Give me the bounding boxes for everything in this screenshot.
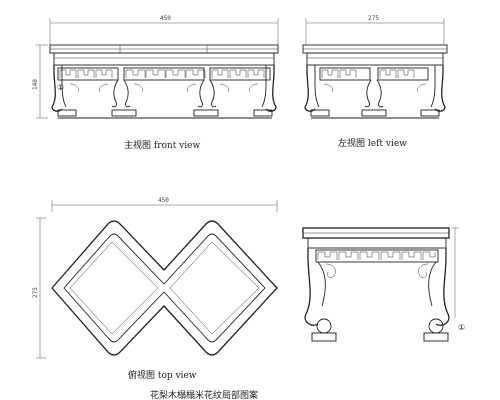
- top-inner-outline: [63, 233, 266, 343]
- left-apron: [306, 52, 444, 66]
- top-width-text: 450: [158, 197, 169, 204]
- top-height-dimension: 275: [32, 217, 46, 359]
- front-height-text: 140: [32, 79, 39, 90]
- left-view: 275 左视图 left view: [302, 15, 448, 149]
- detail-marker: ①: [458, 323, 465, 332]
- front-width-dimension: 450: [49, 15, 279, 45]
- left-fretwork: [319, 67, 429, 81]
- detail-legs: [304, 248, 450, 342]
- top-height-text: 275: [32, 287, 39, 298]
- top-view: 450 275 俯视图 top view: [32, 197, 278, 381]
- detail-dimension: [451, 227, 459, 318]
- left-legs: [304, 65, 446, 119]
- front-legs: [51, 65, 277, 119]
- footer-caption: 花梨木榻榻米花纹局部图案: [150, 389, 258, 400]
- front-marker: ①: [57, 83, 64, 92]
- front-width-text: 450: [160, 15, 171, 22]
- left-width-text: 275: [368, 15, 379, 22]
- left-view-label: 左视图 left view: [338, 137, 407, 149]
- front-fretwork: [57, 67, 271, 81]
- top-view-label: 俯视图 top view: [128, 369, 197, 381]
- detail-apron: [307, 237, 447, 249]
- top-outer-outline: [51, 220, 278, 356]
- front-view-label: 主视图 front view: [124, 139, 200, 151]
- top-width-dimension: 450: [51, 197, 278, 212]
- front-apron: [53, 52, 275, 66]
- detail-view: ①: [302, 227, 465, 342]
- left-width-dimension: 275: [305, 15, 445, 45]
- front-view: 450 140: [32, 15, 279, 151]
- detail-fretwork: [315, 249, 439, 263]
- front-height-dimension: 140: [32, 44, 48, 119]
